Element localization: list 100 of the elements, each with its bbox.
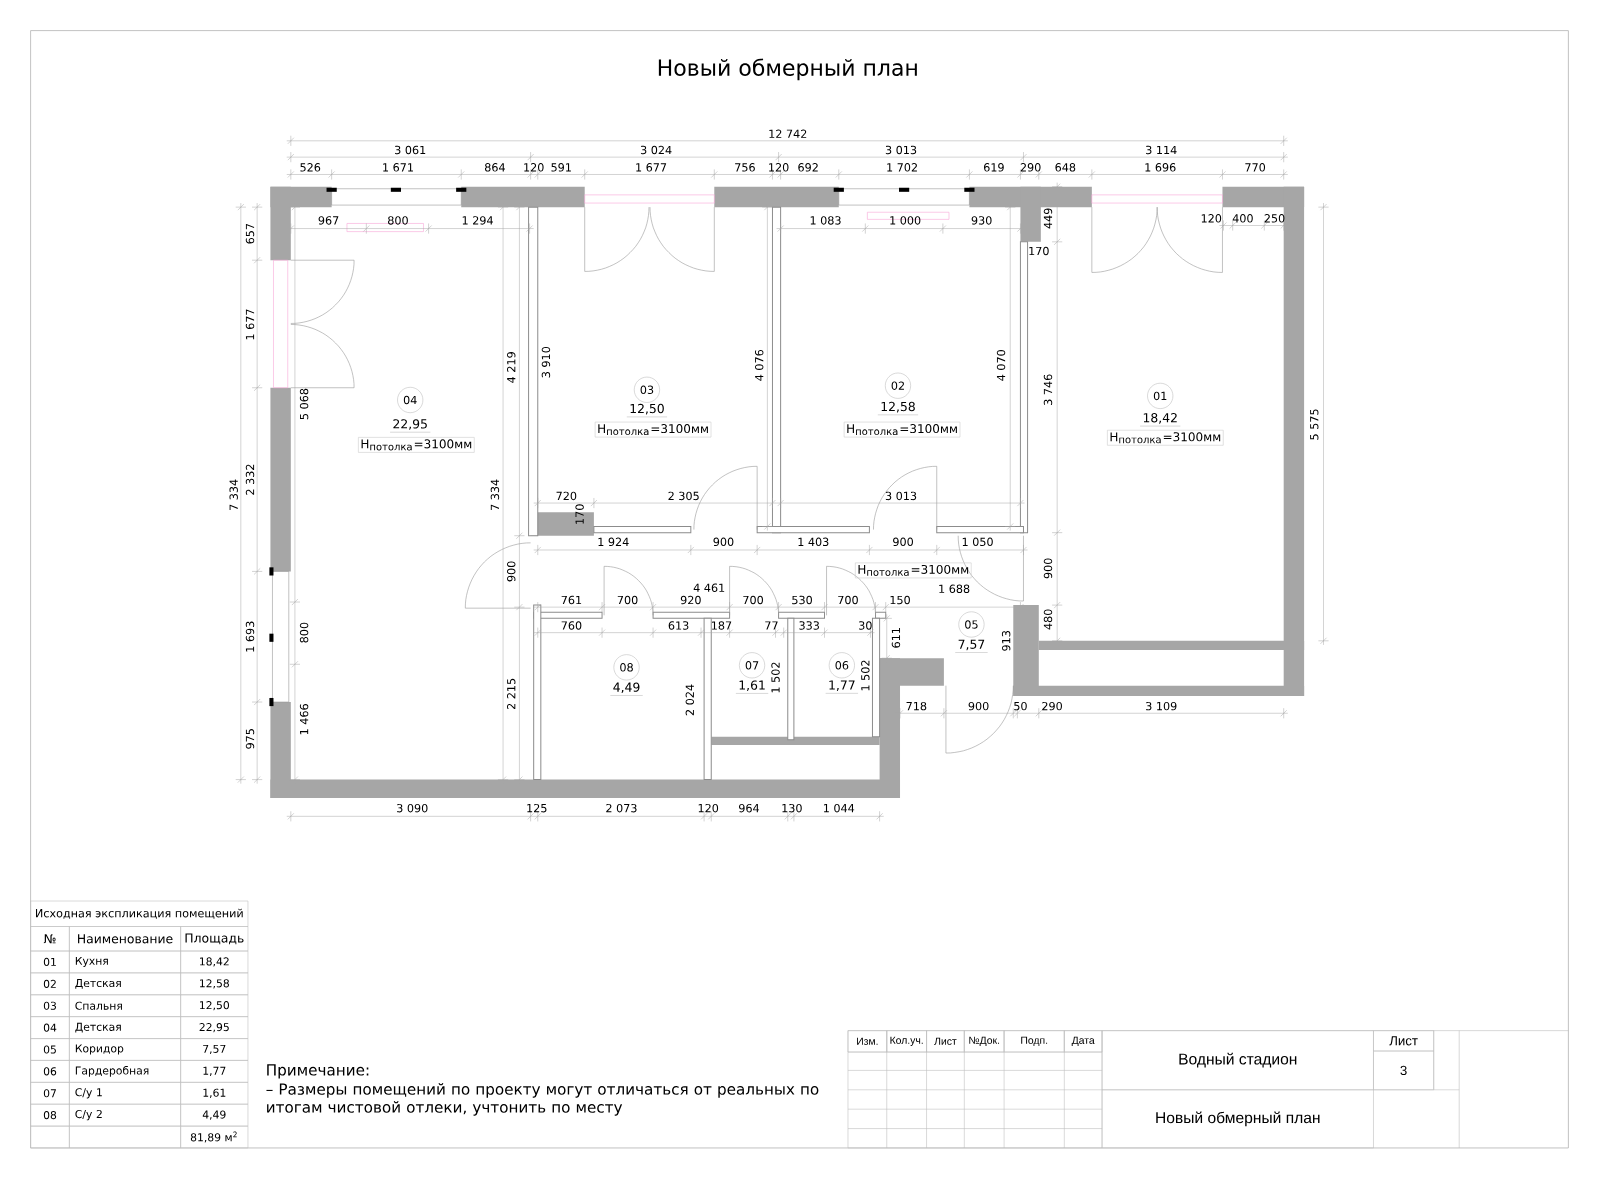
table-cell: 03 [30, 994, 70, 1018]
drawing-title: Новый обмерный план [658, 58, 917, 81]
dimension-value: 619 [984, 163, 1004, 172]
dimension-value: 4 219 [507, 352, 516, 384]
table-cell: 1,61 [180, 1082, 249, 1105]
dimension-value: 1 083 [810, 216, 841, 225]
room-area: 4,49 [610, 682, 644, 696]
dimension-value: 1 502 [861, 660, 870, 691]
dimension-value: 3 013 [885, 145, 917, 155]
dimension-value: 975 [245, 729, 255, 749]
table-cell: С/у 2 [69, 1104, 181, 1127]
table-cell: Исходная экспликация помещений [30, 900, 249, 928]
dimension-value: 290 [1042, 702, 1062, 711]
dimension-value: 2 073 [606, 804, 637, 813]
table-cell: 22,95 [180, 1016, 249, 1040]
dimension-value: 480 [1043, 609, 1053, 630]
table-cell: 06 [30, 1060, 70, 1083]
room-number: 06 [828, 652, 855, 679]
title-block-cell: Новый обмерный план [1101, 1089, 1374, 1149]
dimension-value: 718 [906, 702, 927, 711]
dimension-value: 120 [698, 804, 719, 813]
dimension-value: 1 502 [771, 662, 780, 693]
table-cell: Коридор [69, 1038, 181, 1061]
dimension-value: 2 305 [668, 491, 699, 501]
dimension-value: 3 910 [541, 347, 551, 378]
dimension-value: 591 [551, 163, 571, 172]
dimension-value: 120 [524, 163, 544, 172]
dimension-value: 1 677 [636, 163, 667, 172]
ceiling-height-label: H$_{потолка}$=3100мм [594, 421, 712, 438]
dimension-value: 756 [735, 163, 755, 172]
table-cell: 7,57 [180, 1038, 249, 1061]
dimension-value: 930 [971, 216, 992, 225]
dimension-value: 333 [799, 621, 819, 630]
dimension-value: 125 [527, 804, 547, 813]
room-area: 12,58 [877, 402, 919, 416]
dimension-value: 170 [575, 504, 584, 524]
table-cell: Спальня [69, 994, 181, 1018]
dimension-value: 720 [556, 491, 577, 501]
dimension-value: 150 [890, 595, 910, 605]
dimension-value: 530 [792, 595, 812, 605]
dimension-value: 1 671 [383, 163, 413, 172]
dimension-value: 3 109 [1146, 702, 1177, 711]
dimension-value: 400 [1232, 214, 1253, 223]
title-block-cell: Дата [1064, 1030, 1103, 1053]
title-block-cell: 3 [1373, 1050, 1434, 1091]
dimension-value: 700 [617, 595, 638, 605]
dimension-value: 611 [891, 628, 901, 648]
dimension-value: 967 [318, 216, 339, 225]
room-number: 05 [958, 611, 985, 638]
table-cell: Наименование [69, 926, 181, 952]
table-cell: 01 [30, 950, 70, 974]
dimension-value: 1 050 [962, 537, 993, 547]
dimension-value: 1 677 [245, 309, 255, 340]
dimension-value: 1 466 [299, 704, 309, 735]
dimension-value: 3 746 [1043, 374, 1053, 406]
dimension-value: 692 [798, 163, 818, 172]
dimension-value: 4 461 [693, 583, 725, 593]
dimension-value: 30 [859, 621, 872, 630]
table-cell: С/у 1 [69, 1082, 181, 1105]
table-cell: 07 [30, 1082, 70, 1105]
table-cell: 18,42 [180, 950, 249, 974]
dimension-value: 800 [299, 622, 309, 643]
dimension-value: 77 [765, 621, 778, 630]
table-cell: 81,89 м$^{2}$ [180, 1126, 249, 1149]
dimension-value: 913 [1001, 631, 1011, 651]
room-area: 12,50 [626, 404, 668, 418]
dimension-value: 1 924 [598, 537, 629, 547]
dimension-value: 648 [1055, 163, 1076, 172]
dimension-value: 5 575 [1310, 409, 1319, 440]
room-number: 07 [739, 652, 766, 679]
dimension-value: 3 114 [1146, 145, 1177, 155]
table-cell: 12,58 [180, 972, 249, 996]
dimension-value: 900 [968, 702, 989, 711]
dimension-value: 3 013 [885, 491, 917, 501]
dimension-value: 3 061 [395, 145, 426, 155]
ceiling-height-label: H$_{потолка}$=3100мм [1107, 430, 1224, 446]
room-area: 1,77 [825, 680, 859, 694]
dimension-value: 4 076 [754, 350, 764, 381]
dimension-value: 800 [388, 216, 408, 225]
dimension-value: 900 [893, 537, 913, 547]
dimension-value: 900 [713, 537, 734, 547]
dimension-value: 700 [838, 595, 858, 605]
dimension-value: 50 [1014, 702, 1027, 711]
table-cell: 4,49 [180, 1104, 249, 1127]
dimension-value: 1 693 [245, 621, 255, 652]
dimension-value: 1 294 [462, 216, 493, 225]
dimension-value: 526 [300, 163, 321, 172]
dimension-value: 964 [739, 804, 760, 813]
table-cell: 12,50 [180, 994, 249, 1018]
room-number: 01 [1147, 383, 1174, 410]
room-area: 18,42 [1139, 413, 1181, 427]
dimension-value: 120 [769, 163, 789, 172]
dimension-value: 120 [1201, 214, 1222, 223]
title-block-cell: Лист [1373, 1030, 1434, 1052]
table-cell: 08 [30, 1104, 70, 1127]
dimension-value: 657 [245, 224, 255, 244]
title-block-cell: Лист [926, 1030, 965, 1053]
dimension-value: 170 [1029, 247, 1049, 256]
table-cell: Детская [69, 1016, 181, 1040]
dimension-value: 187 [712, 621, 732, 630]
